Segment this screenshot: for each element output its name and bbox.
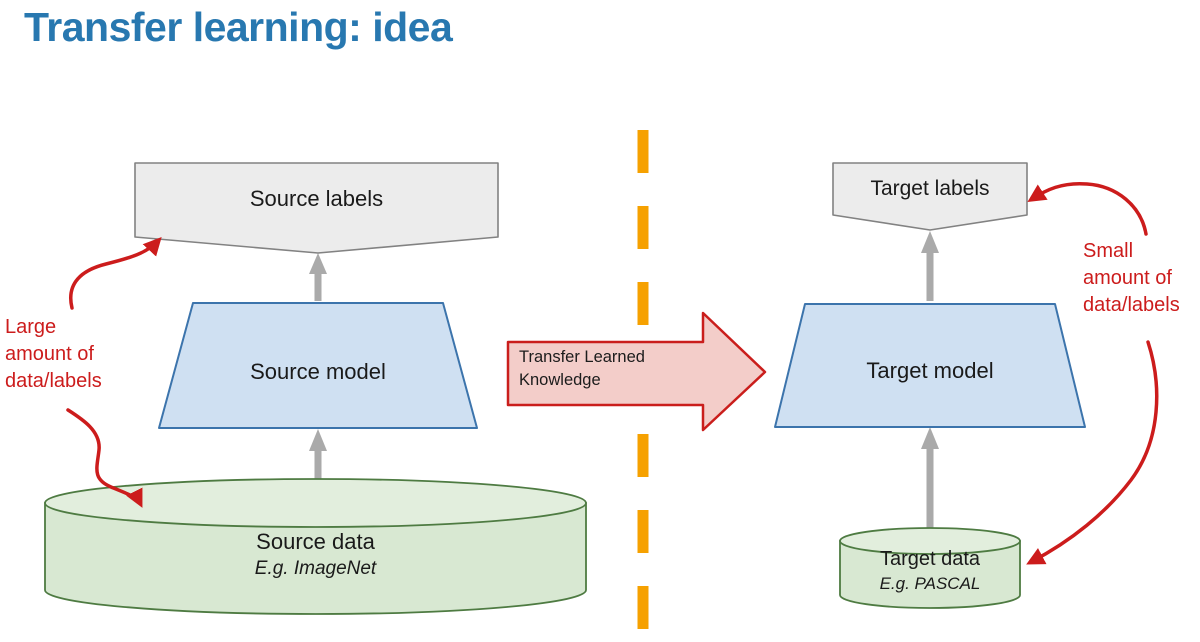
- target-labels-label: Target labels: [870, 177, 990, 200]
- target-data-to-model-arrow: [921, 427, 939, 535]
- source-labels-shape: [134, 162, 499, 254]
- large-amount-annotation: Large amount of data/labels: [5, 316, 102, 392]
- target-labels-shape: [832, 162, 1028, 231]
- source-data-label: Source data E.g. ImageNet: [45, 529, 586, 580]
- small-amount-to-target-data-arrow: [1026, 340, 1159, 565]
- large-amount-to-source-data-arrow: [66, 408, 143, 508]
- small-amount-to-target-labels-arrow: [1027, 181, 1148, 236]
- target-model-to-labels-arrow: [921, 231, 939, 301]
- target-data-label: Target data E.g. PASCAL: [840, 548, 1020, 594]
- target-data-cylinder: [839, 527, 1021, 609]
- source-data-title: Source data: [256, 529, 375, 554]
- target-model-shape: [774, 303, 1086, 428]
- target-model-label: Target model: [866, 358, 994, 383]
- transfer-knowledge-label: Transfer Learned Knowledge: [519, 348, 645, 390]
- source-data-cylinder: [44, 478, 587, 615]
- target-data-title: Target data: [879, 548, 981, 570]
- slide-title: Transfer learning: idea: [24, 4, 453, 50]
- source-model-to-labels-arrow: [309, 253, 327, 301]
- large-amount-to-source-labels-arrow: [69, 236, 162, 310]
- small-amount-annotation: Small amount of data/labels: [1083, 240, 1180, 316]
- source-data-example: E.g. ImageNet: [254, 558, 377, 579]
- source-labels-label: Source labels: [249, 186, 384, 211]
- source-model-label: Source model: [250, 359, 386, 384]
- source-model-shape: [158, 302, 478, 429]
- target-data-example: E.g. PASCAL: [879, 574, 981, 593]
- transfer-knowledge-arrow-shape: [506, 311, 767, 432]
